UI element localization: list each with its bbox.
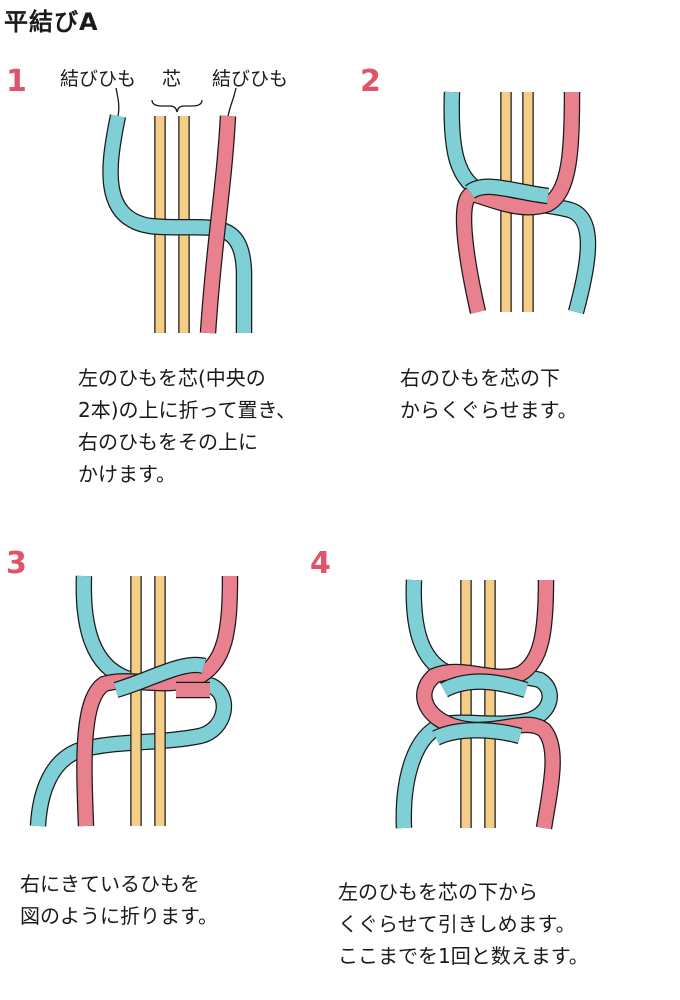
right-cord-leader — [227, 87, 237, 117]
page-title: 平結びA — [4, 8, 99, 36]
core-label: 芯 — [162, 68, 182, 90]
left-cord-label: 結びひも — [60, 68, 137, 90]
step-1-description: 左のひもを芯(中央の 2本)の上に折って置き、 右のひもをその上に かけます。 — [78, 366, 297, 486]
step-3-number: 3 — [6, 546, 27, 581]
right-cord-label: 結びひも — [212, 68, 289, 90]
step-3-description: 右にきているひもを 図のように折ります。 — [20, 872, 218, 928]
step-2-illustration — [443, 91, 597, 315]
step-1-number: 1 — [6, 64, 27, 99]
step-4-illustration — [395, 579, 561, 830]
left-cord-leader — [115, 87, 120, 117]
step-4-description: 左のひもを芯の下から くぐらせて引きしめます。 ここまでを1回と数えます。 — [338, 880, 589, 968]
step-2-description: 右のひもを芯の下 からくぐらせます。 — [400, 366, 578, 422]
core-brace — [151, 99, 203, 113]
step-3-illustration — [29, 575, 239, 827]
step-4-number: 4 — [310, 546, 331, 581]
step-2-number: 2 — [360, 64, 381, 99]
step-1-illustration — [102, 114, 253, 334]
